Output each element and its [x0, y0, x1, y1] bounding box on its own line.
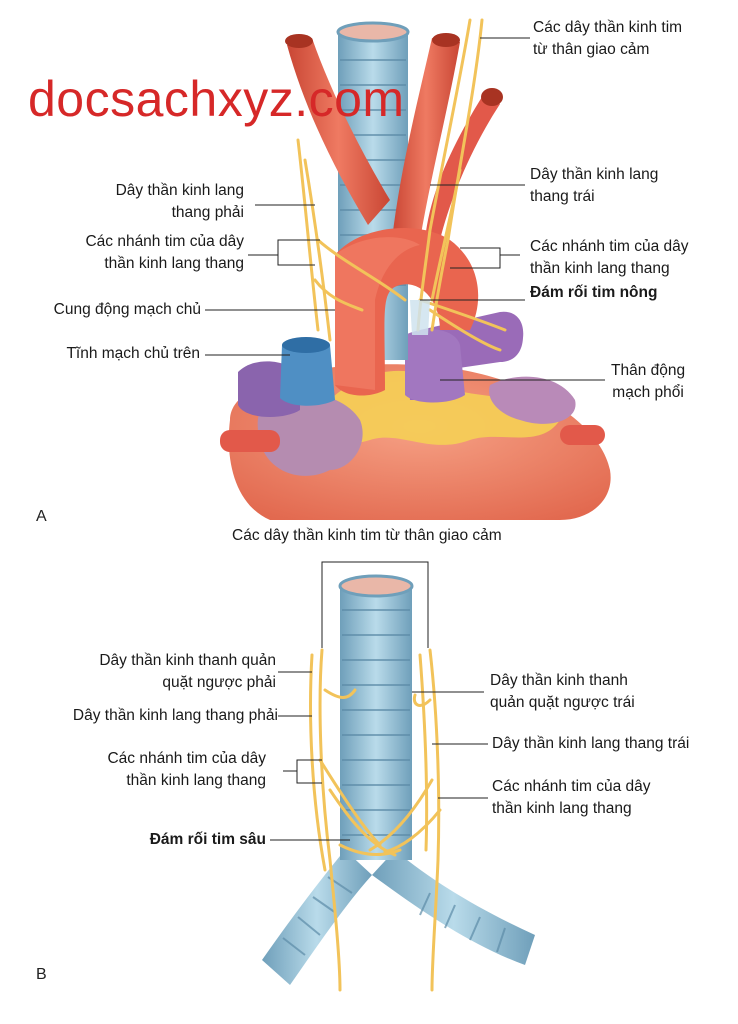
leader-lines-b [270, 561, 488, 841]
label-a-cardiac-branches-left: Các nhánh tim của dây thần kinh lang tha… [530, 238, 689, 277]
label-a-sympathetic-nerves: Các dây thần kinh tim từ thân giao cảm [533, 19, 683, 58]
right-bronchus [262, 850, 372, 985]
trachea-b [340, 585, 412, 860]
panel-b-art [262, 574, 535, 992]
pulmonary-trunk [405, 329, 465, 403]
panel-a-art [220, 18, 611, 520]
label-b-right-recurrent: Dây thần kinh thanh quản quặt ngược phải [99, 652, 276, 691]
leader-lines-a [205, 37, 605, 381]
left-auricle [489, 376, 576, 424]
label-b-cardiac-branches-left: Các nhánh tim của dây thần kinh lang tha… [492, 778, 651, 817]
label-a-aortic-arch: Cung động mạch chủ [53, 301, 201, 318]
label-b-right-vagus: Dây thần kinh lang thang phải [72, 707, 278, 724]
label-a-right-vagus: Dây thần kinh lang thang phải [115, 182, 244, 221]
label-a-left-vagus: Dây thần kinh lang thang trái [530, 166, 659, 205]
svc-vessel [280, 345, 335, 406]
left-carotid [392, 38, 460, 240]
brachiocephalic-artery [287, 38, 390, 225]
label-a-pulmonary-trunk: Thân động mạch phổi [611, 362, 686, 401]
nerves-b [309, 648, 442, 992]
label-b-deep-plexus: Đám rối tim sâu [149, 831, 266, 848]
panel-b-letter: B [36, 966, 47, 983]
label-a-superficial-plexus: Đám rối tim nông [530, 284, 658, 301]
label-b-left-vagus: Dây thần kinh lang thang trái [492, 735, 690, 752]
label-a-svc: Tĩnh mạch chủ trên [66, 345, 200, 362]
watermark: docsachxyz.com [28, 71, 405, 127]
epicardial-fat [327, 370, 560, 445]
label-b-left-recurrent: Dây thần kinh thanh quản quặt ngược trái [490, 672, 635, 711]
label-b-cardiac-branches-right: Các nhánh tim của dây thần kinh lang tha… [107, 750, 266, 789]
left-subclavian [425, 92, 500, 240]
label-a-cardiac-branches-right: Các nhánh tim của dây thần kinh lang tha… [85, 233, 244, 272]
panel-a-letter: A [36, 508, 47, 525]
superficial-plexus-mark [410, 300, 430, 335]
label-b-sympathetic-nerves: Các dây thần kinh tim từ thân giao cảm [232, 527, 502, 544]
